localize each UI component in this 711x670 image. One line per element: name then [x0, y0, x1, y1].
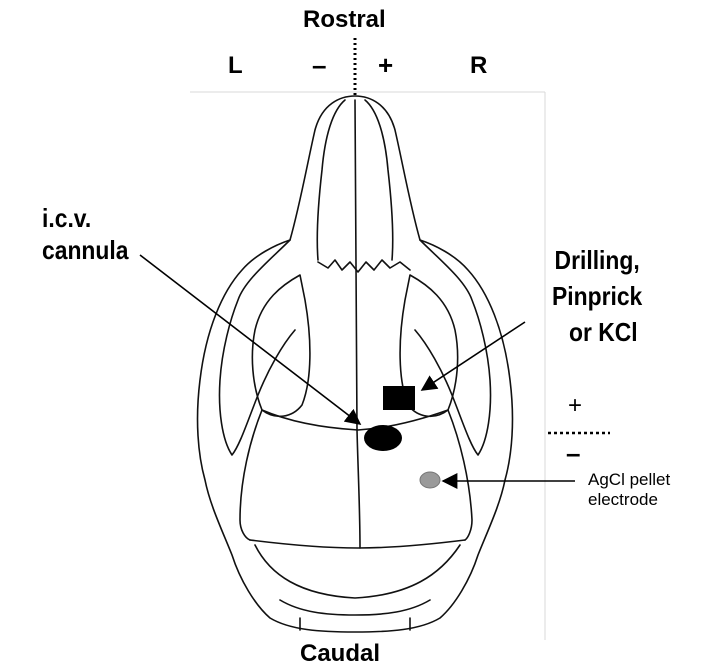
icv-label-line1: i.c.v.: [42, 202, 128, 234]
stimulation-label-line3: or KCl: [552, 314, 642, 350]
lambdoid-suture: [250, 540, 465, 548]
nasal-bone-right: [365, 100, 393, 260]
occipital-band: [280, 600, 430, 615]
icv-cannula-site: [364, 425, 402, 451]
interparietal-bone: [255, 545, 460, 598]
polarity-plus: +: [568, 392, 582, 420]
electrode-label: AgCl pellet electrode: [588, 470, 670, 510]
plus-label: +: [378, 50, 393, 81]
icv-label: i.c.v. cannula: [42, 202, 128, 266]
caudal-label: Caudal: [300, 640, 380, 668]
stimulation-label-line2: Pinprick: [552, 278, 642, 314]
stimulation-label-line1: Drilling,: [552, 242, 642, 278]
stimulation-label: Drilling, Pinprick or KCl: [552, 242, 642, 350]
icv-label-line2: cannula: [42, 234, 128, 266]
stimulation-site-square: [383, 386, 415, 410]
sagittal-suture: [355, 100, 360, 548]
electrode-label-line1: AgCl pellet: [588, 470, 670, 490]
nasofrontal-suture: [318, 260, 410, 272]
left-label: L: [228, 52, 243, 80]
rostral-label: Rostral: [303, 6, 386, 34]
electrode-label-line2: electrode: [588, 490, 670, 510]
temporal-ridge-right: [448, 410, 472, 540]
right-label: R: [470, 52, 487, 80]
temporal-ridge-left: [240, 410, 262, 540]
agcl-electrode-site: [420, 472, 440, 488]
orbit-left: [252, 275, 310, 416]
occipital-bottom: [300, 618, 410, 630]
polarity-minus: –: [566, 438, 580, 469]
nasal-bone-left: [317, 100, 345, 260]
minus-label: –: [312, 50, 326, 81]
